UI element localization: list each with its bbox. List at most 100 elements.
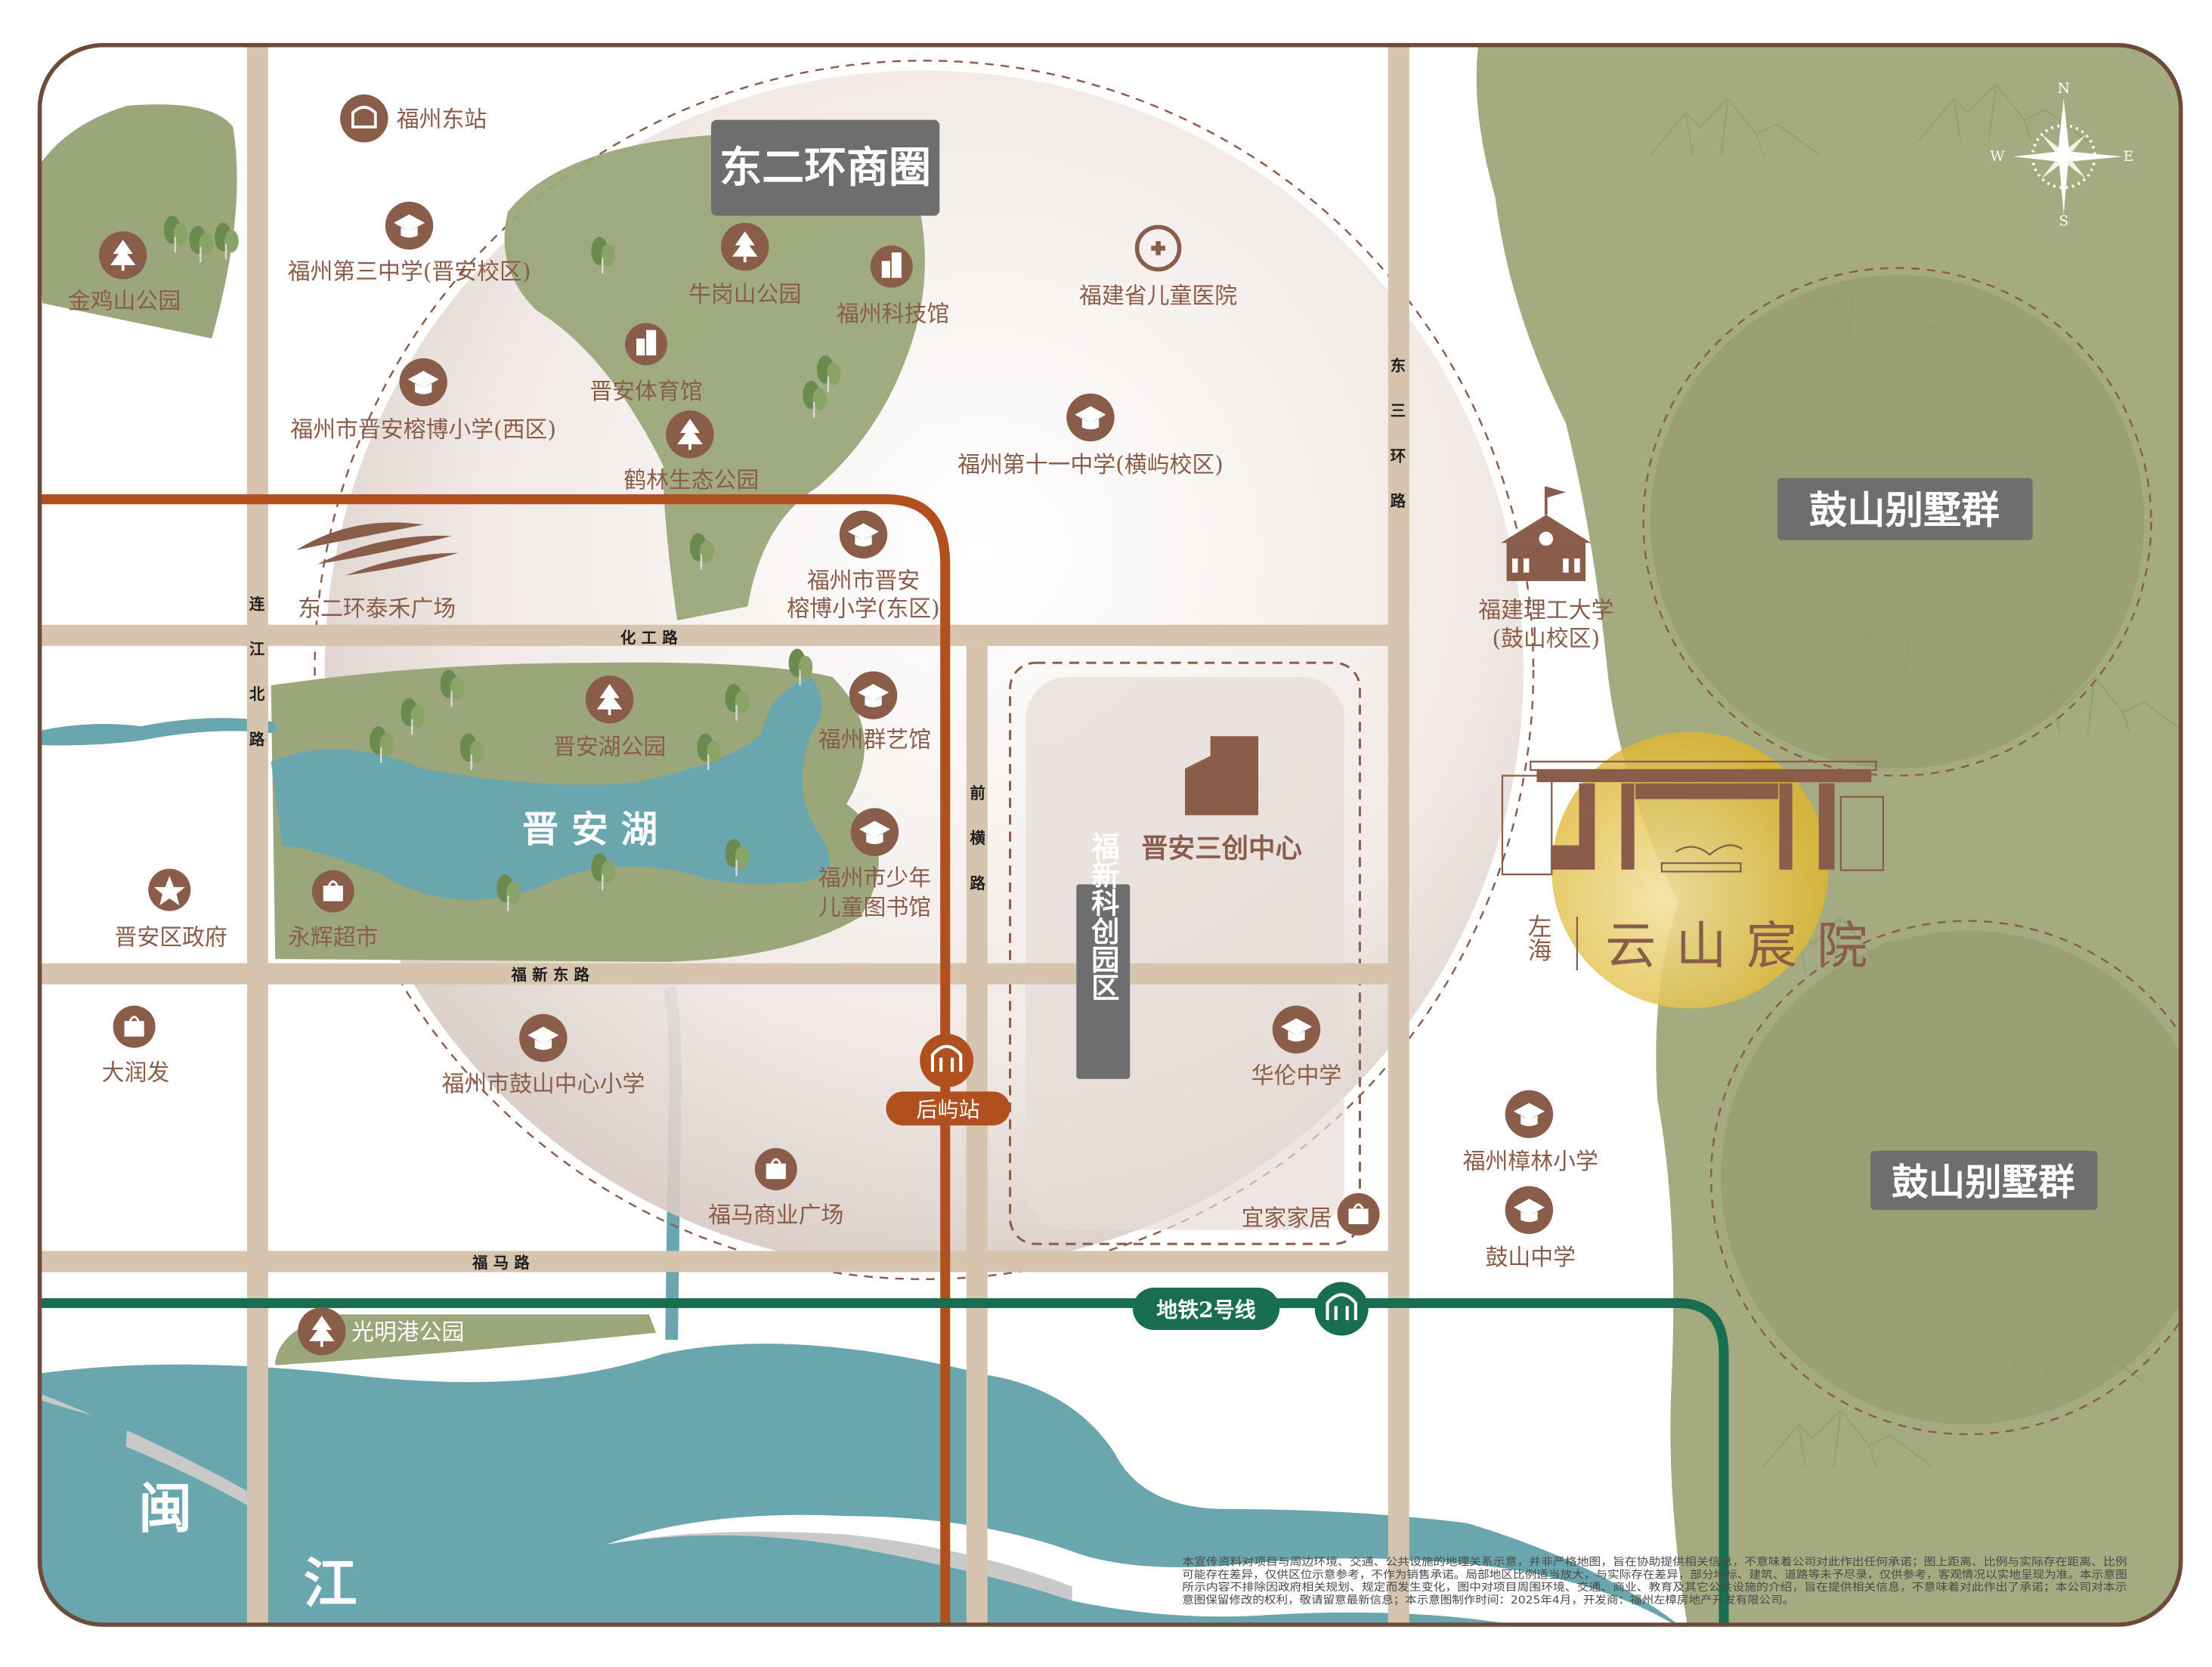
project-highlight <box>1551 731 1829 1009</box>
metro-line-2[interactable] <box>29 1297 1729 1667</box>
innovation-center[interactable]: 晋安三创中心 <box>1141 736 1302 864</box>
school-icon <box>385 201 434 250</box>
park-icon <box>585 675 634 724</box>
project-brand: 左海 <box>1524 914 1552 962</box>
villa-label-2: 鼓山别墅群 <box>1870 1150 2098 1211</box>
guangminggang-park-area <box>275 1314 657 1365</box>
innovation-center-label: 晋安三创中心 <box>1141 834 1302 864</box>
disclaimer-line: 本宣传资料对项目与周边环境、交通、公共设施的地理关系示意，并非严格地图，旨在协助… <box>1182 1556 2127 1569</box>
shopping-icon <box>1336 1192 1381 1237</box>
poi-gushan-central-primary[interactable]: 福州市鼓山中心小学 <box>441 1013 645 1098</box>
river-label-jiang: 江 <box>304 1551 357 1615</box>
hospital-icon <box>1134 224 1182 272</box>
metro-station-icon <box>920 1034 974 1087</box>
villa-text: 鼓山别墅群 <box>1892 1161 2075 1204</box>
school-icon <box>850 808 899 856</box>
project-yunshan-chenyuan[interactable]: 左海 云山宸院 <box>1501 731 1887 1009</box>
poi-fuzhou-east-station[interactable]: 福州东站 <box>340 94 487 143</box>
road-fuxindong: 福 新 东 路 <box>510 966 589 984</box>
poi-district-government[interactable]: 晋安区政府 <box>114 868 227 951</box>
poi-childrens-hospital[interactable]: 福建省儿童医院 <box>1079 224 1237 309</box>
poi-ikea[interactable]: 宜家家居 <box>1242 1192 1381 1237</box>
poi-rongbo-primary-east[interactable]: 福州市晋安 榕博小学(东区) <box>787 510 940 623</box>
poi-label: 鼓山中学 <box>1486 1245 1576 1271</box>
park-icon <box>98 231 147 280</box>
school-icon <box>1505 1186 1554 1235</box>
poi-label: 福州樟林小学 <box>1463 1149 1598 1175</box>
road-char: 江 <box>249 640 265 658</box>
poi-fujian-tech-university[interactable]: 福建理工大学 (鼓山校区) <box>1478 486 1613 652</box>
map-title: 东二环商圈 <box>719 143 931 193</box>
tech-park-area <box>1026 676 1344 1230</box>
compass-rose: N S W E <box>1990 81 2133 229</box>
school-icon <box>519 1013 568 1062</box>
road-char: 连 <box>249 595 265 613</box>
poi-label: 宜家家居 <box>1242 1205 1332 1232</box>
compass-n: N <box>2058 81 2070 97</box>
tech-park-label: 福新科创园区 <box>1076 832 1131 1079</box>
poi-label: 光明港公园 <box>351 1319 464 1346</box>
map-frame <box>37 42 2183 1627</box>
compass-e: E <box>2124 149 2134 165</box>
poi-label: 福州市晋安 <box>807 568 920 594</box>
metro-line-label: 地铁2号线 <box>1156 1297 1255 1322</box>
poi-science-museum[interactable]: 福州科技馆 <box>837 245 949 328</box>
poi-hualun-middle-school[interactable]: 华伦中学 <box>1251 1005 1341 1090</box>
poi-gushan-middle-school[interactable]: 鼓山中学 <box>1486 1186 1576 1272</box>
poi-label: 福州科技馆 <box>837 302 949 328</box>
poi-jinjishan-park[interactable]: 金鸡山公园 <box>68 231 181 315</box>
poi-label: 福建理工大学 <box>1478 597 1613 623</box>
title-box <box>710 119 940 216</box>
poi-fz-no3-middle-school[interactable]: 福州第三中学(晋安校区) <box>288 201 531 286</box>
road-char: 北 <box>249 685 265 704</box>
poi-label: 榕博小学(东区) <box>787 596 939 623</box>
road-fuma: 福 马 路 <box>472 1254 530 1272</box>
poi-label: 晋安体育馆 <box>589 379 702 405</box>
metro-line-2-badge[interactable]: 地铁2号线 <box>1132 1282 1369 1336</box>
poi-label: 金鸡山公园 <box>68 289 181 315</box>
poi-jinan-gym[interactable]: 晋安体育馆 <box>589 323 703 405</box>
poi-label: (鼓山校区) <box>1492 626 1600 652</box>
mall-icon <box>296 522 459 576</box>
poi-yonghui-supermarket[interactable]: 永辉超市 <box>288 869 378 951</box>
road-dongsanhuan: 东 三 环 路 <box>1391 357 1406 510</box>
poi-label: 东二环泰禾广场 <box>298 596 456 623</box>
compass-w: W <box>1990 149 2005 165</box>
jinjishan-park-area <box>39 104 237 339</box>
lake-label: 晋 安 湖 <box>522 808 657 851</box>
school-icon <box>1066 393 1115 442</box>
poi-guangminggang-park[interactable]: 光明港公园 <box>298 1307 464 1356</box>
university-icon <box>1501 486 1592 581</box>
road-lianjiangbei: 连 江 北 路 <box>249 595 265 748</box>
road-char: 路 <box>1391 492 1406 510</box>
school-icon <box>839 510 888 559</box>
shopping-icon <box>753 1146 799 1192</box>
poi-helin-park[interactable]: 鹤林生态公园 <box>623 410 759 494</box>
disclaimer: 本宣传资料对项目与周边环境、交通、公共设施的地理关系示意，并非严格地图，旨在协助… <box>1182 1556 2127 1607</box>
poi-label: 福州第三中学(晋安校区) <box>288 259 531 286</box>
school-icon <box>1272 1005 1321 1054</box>
building-icon <box>870 245 913 288</box>
disclaimer-line: 意图保留修改的权利，敬请留意最新信息；本示意图制作时间：2025年4月，开发商：… <box>1182 1594 1794 1607</box>
poi-label: 鹤林生态公园 <box>623 468 759 494</box>
houyu-station[interactable]: 后屿站 <box>886 1034 1010 1126</box>
poi-fuma-plaza[interactable]: 福马商业广场 <box>708 1146 843 1229</box>
poi-niugangshan-park[interactable]: 牛岗山公园 <box>688 222 801 308</box>
park-icon <box>666 410 714 459</box>
poi-jinan-lake-park[interactable]: 晋安湖公园 <box>553 675 666 761</box>
tech-park-text: 福新科创园区 <box>1087 832 1121 1001</box>
poi-rt-mart[interactable]: 大润发 <box>102 1004 170 1087</box>
jinan-lake <box>271 676 830 900</box>
poi-taihe-plaza[interactable]: 东二环泰禾广场 <box>296 522 459 623</box>
poi-art-center[interactable]: 福州群艺馆 <box>818 671 931 753</box>
school-icon <box>399 358 447 407</box>
poi-childrens-library[interactable]: 福州市少年 儿童图书馆 <box>818 808 931 921</box>
building-icon <box>625 323 668 366</box>
poi-label: 华伦中学 <box>1251 1062 1341 1089</box>
poi-rongbo-primary-west[interactable]: 福州市晋安榕博小学(西区) <box>290 358 556 444</box>
poi-label: 永辉超市 <box>288 924 378 951</box>
poi-no11-middle-school[interactable]: 福州第十一中学(横屿校区) <box>958 393 1224 479</box>
road-char: 路 <box>249 730 265 748</box>
poi-zhanglin-primary[interactable]: 福州樟林小学 <box>1463 1090 1598 1176</box>
